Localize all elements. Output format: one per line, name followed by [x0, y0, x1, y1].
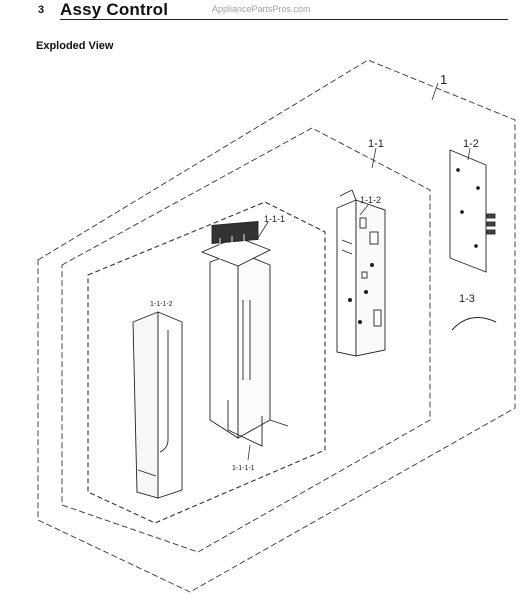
part-1-1-1-2 — [132, 311, 183, 499]
label-1: 1 — [440, 72, 447, 87]
part-1-1-1-1 — [200, 220, 289, 447]
part-1-1 — [336, 189, 386, 357]
label-1-1-2: 1-1-2 — [360, 195, 381, 205]
label-1-3: 1-3 — [459, 293, 475, 305]
group-outline-1-1 — [61, 127, 431, 553]
label-1-1-1-1: 1-1-1-1 — [232, 465, 255, 472]
page-header: 3 Assy Control AppliancePartsPros.com — [0, 0, 532, 24]
section-number: 3 — [38, 4, 45, 16]
group-outline-1-1-1 — [87, 201, 326, 524]
label-1-1: 1-1 — [368, 138, 384, 150]
label-1-1-1: 1-1-1 — [264, 214, 285, 224]
part-1-2 — [449, 149, 496, 273]
label-1-2: 1-2 — [463, 138, 479, 150]
section-title: Assy Control — [60, 0, 169, 19]
subtitle: Exploded View — [36, 40, 114, 52]
part-1-3 — [451, 316, 497, 331]
label-1-1-1-2: 1-1-1-2 — [150, 301, 173, 308]
group-outline-1 — [37, 59, 516, 593]
header-rule — [60, 19, 508, 20]
watermark: AppliancePartsPros.com — [212, 4, 311, 14]
